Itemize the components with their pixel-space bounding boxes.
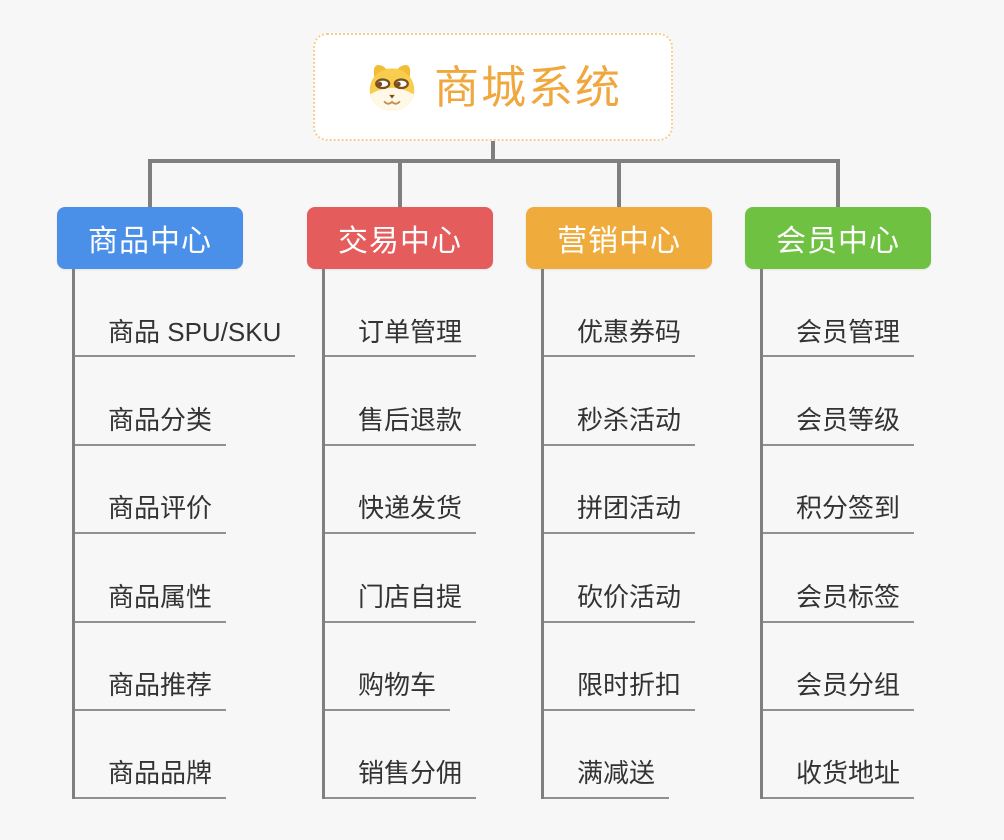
root-title: 商城系统: [433, 61, 622, 113]
leaf-label: 满减送: [544, 759, 670, 800]
leaf-node[interactable]: 购物车: [325, 623, 476, 711]
leaf-label: 限时折扣: [544, 670, 696, 711]
branch-node-trade[interactable]: 交易中心: [307, 207, 493, 269]
leaf-label: 商品属性: [75, 582, 227, 623]
leaf-label: 商品评价: [75, 493, 227, 535]
leaf-node[interactable]: 商品分类: [75, 357, 295, 446]
leaf-label: 秒杀活动: [544, 405, 696, 446]
branch-node-members[interactable]: 会员中心: [745, 207, 931, 269]
leaf-label: 积分签到: [763, 493, 915, 535]
leaf-column-trade: 订单管理 售后退款 快递发货 门店自提 购物车 销售分佣: [322, 269, 477, 800]
branch-label: 会员中心: [776, 225, 900, 258]
leaf-node[interactable]: 拼团活动: [544, 446, 696, 535]
leaf-label: 快递发货: [325, 493, 477, 535]
leaf-column-products: 商品 SPU/SKU 商品分类 商品评价 商品属性 商品推荐 商品品牌: [72, 269, 296, 800]
leaf-node[interactable]: 收货地址: [763, 711, 915, 800]
connector-root-drop: [491, 139, 495, 161]
leaf-label: 售后退款: [325, 405, 477, 446]
leaf-node[interactable]: 快递发货: [325, 446, 477, 535]
branch-node-marketing[interactable]: 营销中心: [526, 207, 712, 269]
leaf-label: 收货地址: [763, 759, 915, 800]
leaf-node[interactable]: 限时折扣: [544, 623, 696, 711]
leaf-node[interactable]: 砍价活动: [544, 534, 696, 623]
leaf-label: 购物车: [325, 670, 451, 711]
leaf-node[interactable]: 秒杀活动: [544, 357, 696, 446]
leaf-label: 会员分组: [763, 670, 915, 711]
root-node[interactable]: 商城系统: [313, 33, 673, 141]
branch-label: 商品中心: [88, 225, 212, 258]
leaf-node[interactable]: 商品评价: [75, 446, 295, 535]
leaf-label: 销售分佣: [325, 759, 477, 800]
leaf-node[interactable]: 订单管理: [325, 269, 477, 358]
branch-node-products[interactable]: 商品中心: [57, 207, 243, 269]
leaf-node[interactable]: 优惠券码: [544, 269, 696, 358]
leaf-node[interactable]: 会员分组: [763, 623, 915, 711]
leaf-node[interactable]: 会员等级: [763, 357, 915, 446]
leaf-node[interactable]: 销售分佣: [325, 711, 477, 800]
leaf-column-members: 会员管理 会员等级 积分签到 会员标签 会员分组 收货地址: [760, 269, 915, 800]
leaf-column-marketing: 优惠券码 秒杀活动 拼团活动 砍价活动 限时折扣 满减送: [541, 269, 696, 800]
leaf-node[interactable]: 会员管理: [763, 269, 915, 358]
leaf-label: 订单管理: [325, 317, 477, 358]
leaf-node[interactable]: 会员标签: [763, 534, 915, 623]
shiba-dog-icon: [369, 64, 415, 112]
leaf-label: 会员等级: [763, 405, 915, 446]
leaf-label: 商品分类: [75, 405, 227, 446]
connector-drop-trade: [398, 159, 402, 207]
leaf-label: 会员标签: [763, 582, 915, 623]
leaf-node[interactable]: 积分签到: [763, 446, 915, 535]
leaf-label: 商品品牌: [75, 759, 227, 800]
leaf-node[interactable]: 商品品牌: [75, 711, 295, 800]
leaf-node[interactable]: 商品属性: [75, 534, 295, 623]
leaf-node[interactable]: 门店自提: [325, 534, 477, 623]
leaf-node[interactable]: 满减送: [544, 711, 695, 800]
leaf-label: 优惠券码: [544, 317, 696, 358]
branch-label: 交易中心: [338, 225, 462, 258]
leaf-label: 拼团活动: [544, 493, 696, 535]
leaf-label: 砍价活动: [544, 582, 696, 623]
connector-drop-products: [148, 159, 152, 207]
connector-drop-marketing: [617, 159, 621, 207]
connector-bus: [148, 159, 840, 163]
branch-label: 营销中心: [557, 225, 681, 258]
leaf-label: 会员管理: [763, 317, 915, 358]
leaf-node[interactable]: 售后退款: [325, 357, 477, 446]
leaf-label: 商品 SPU/SKU: [75, 317, 296, 358]
leaf-node[interactable]: 商品 SPU/SKU: [75, 269, 296, 358]
leaf-label: 商品推荐: [75, 670, 227, 711]
leaf-node[interactable]: 商品推荐: [75, 623, 295, 711]
connector-drop-members: [836, 159, 840, 207]
leaf-label: 门店自提: [325, 582, 477, 623]
